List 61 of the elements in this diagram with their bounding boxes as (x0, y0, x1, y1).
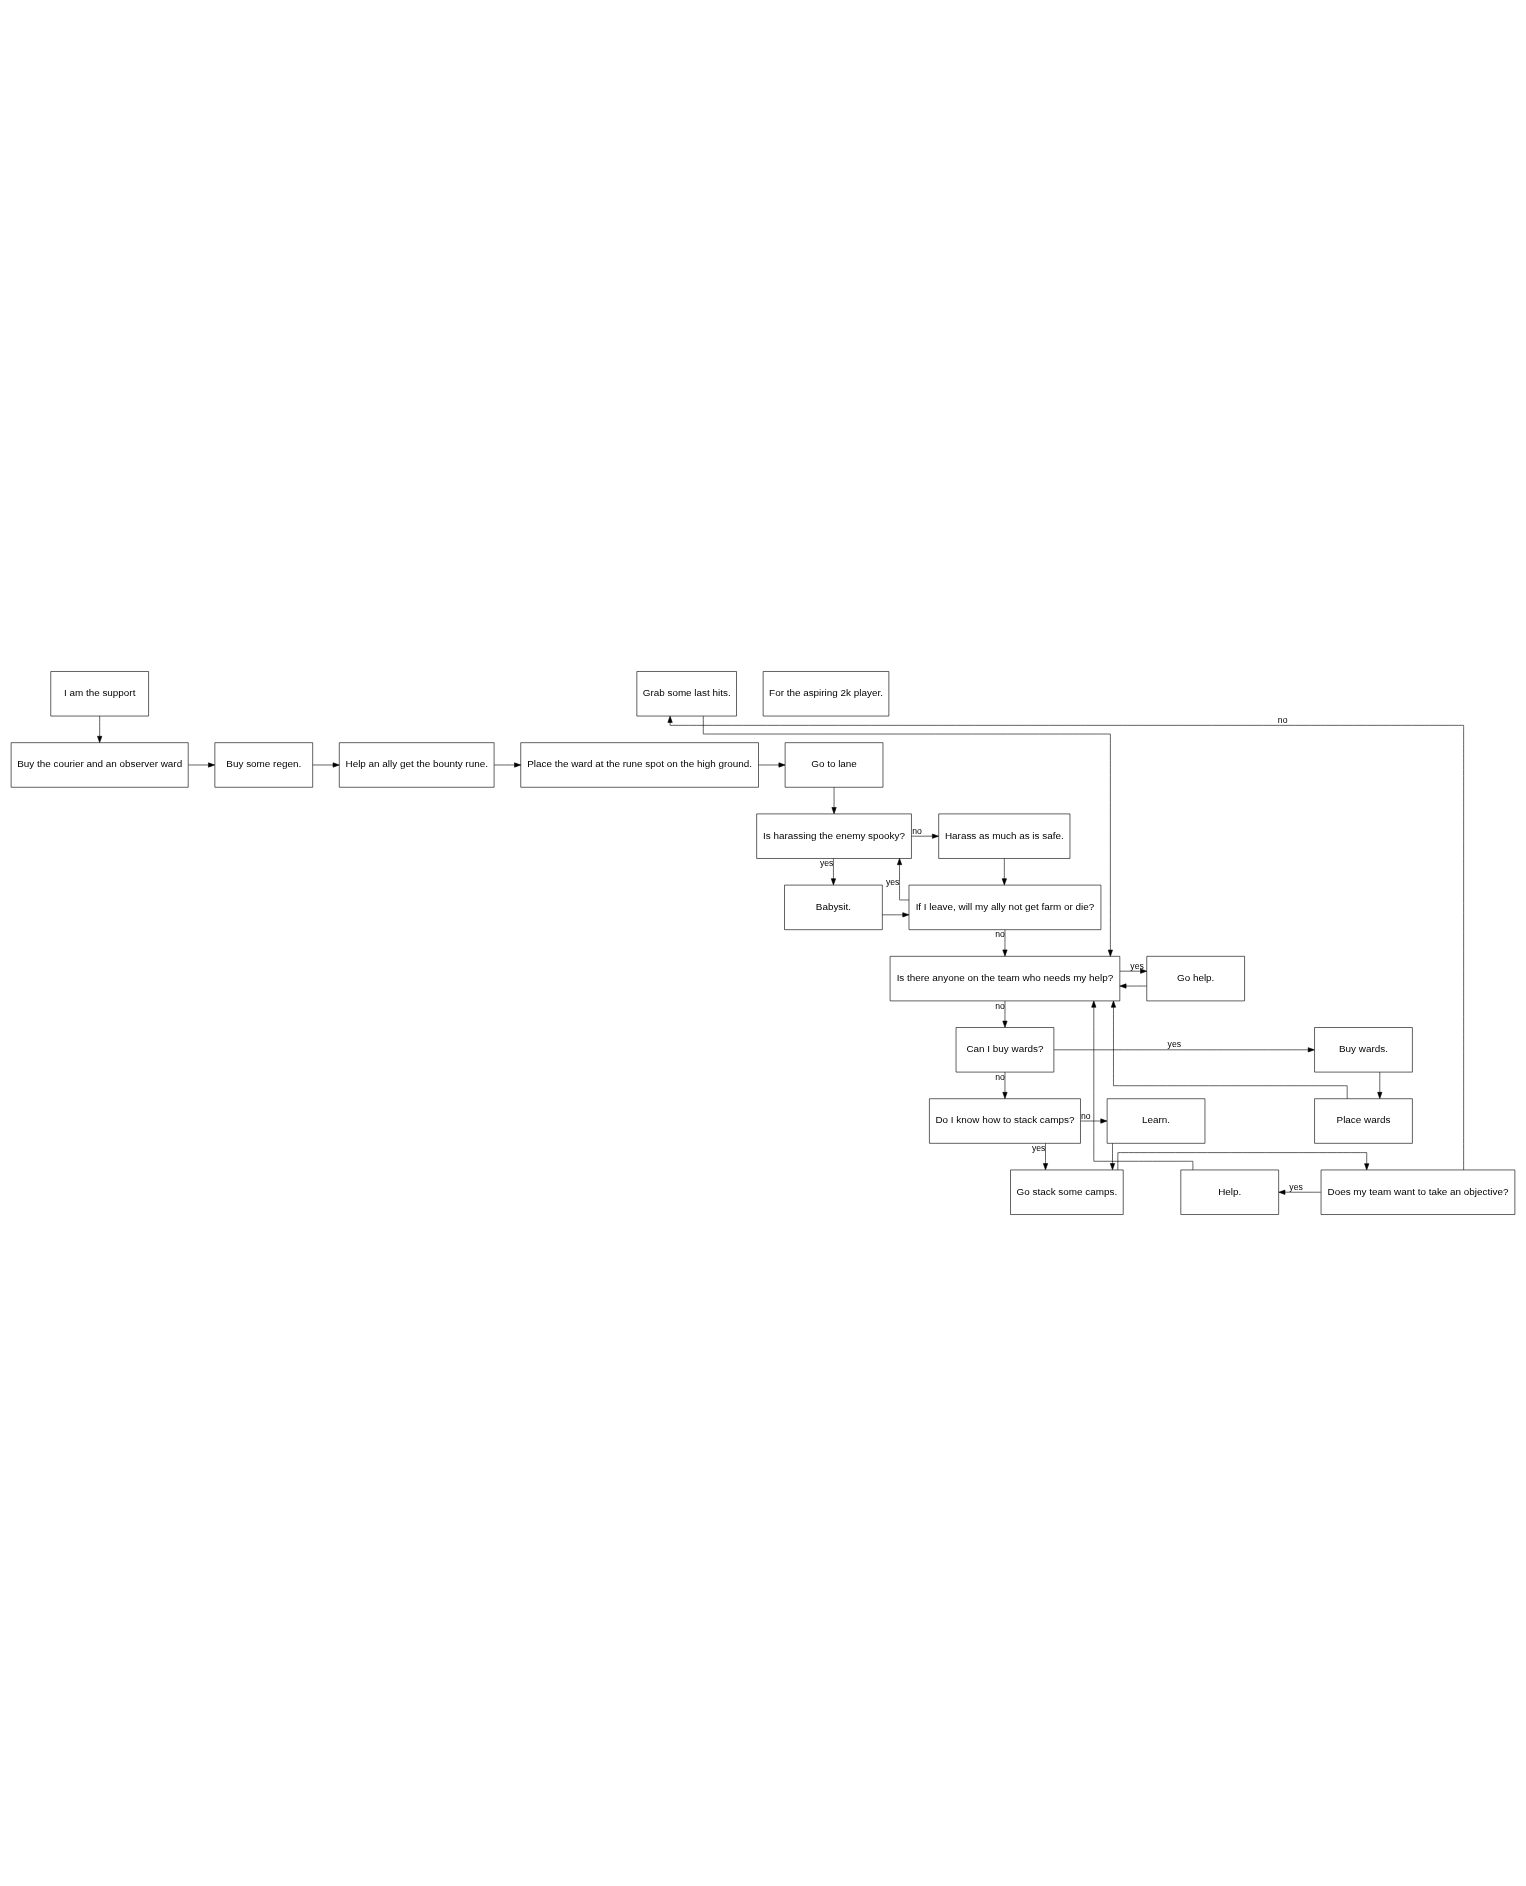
node-box: Learn. (1106, 1098, 1206, 1144)
arrow (897, 858, 910, 901)
edge-label: yes (885, 876, 900, 887)
edge-label: no (1277, 714, 1288, 725)
arrow (188, 762, 215, 768)
arrow (831, 787, 837, 814)
arrow (1002, 1071, 1008, 1099)
arrow (1001, 858, 1007, 886)
edge-label: yes (1130, 960, 1144, 971)
node-box: Place the ward at the rune spot on the high ground. (520, 742, 759, 788)
arrow (1119, 983, 1147, 989)
arrow (1278, 1189, 1322, 1195)
edge-label: yes (819, 858, 834, 869)
edge-label: no (1080, 1110, 1091, 1121)
arrow (1117, 1152, 1370, 1171)
node-box: I am the support (50, 671, 149, 717)
arrow (97, 715, 103, 743)
edge-label: yes (1031, 1143, 1046, 1154)
arrow (1111, 1000, 1348, 1099)
arrow (667, 715, 1464, 1171)
arrow (312, 762, 340, 768)
arrow (830, 858, 836, 886)
arrow (911, 833, 939, 839)
node-box: Go help. (1146, 956, 1245, 1002)
arrow (1091, 1000, 1194, 1171)
node-box: Does my team want to take an objective? (1320, 1169, 1516, 1215)
arrow (1053, 1047, 1315, 1053)
node-box: Buy the courier and an observer ward (10, 742, 189, 788)
node-box: Harass as much as is safe. (938, 813, 1071, 859)
arrow (1377, 1071, 1383, 1099)
node-box: If I leave, will my ally not get farm or die? (908, 884, 1102, 930)
node-box: Can I buy wards? (955, 1027, 1055, 1073)
node-box: Go stack some camps. (1010, 1169, 1124, 1215)
edge-label: no (995, 1000, 1005, 1011)
arrow (1002, 929, 1008, 957)
node-box: Is there anyone on the team who needs my help? (889, 956, 1121, 1002)
arrow (1119, 968, 1148, 974)
arrow (1080, 1118, 1108, 1124)
node-box: Babysit. (784, 884, 883, 930)
edge-label: yes (1289, 1181, 1303, 1192)
node-box: Go to lane (784, 742, 884, 788)
edge-label: yes (1167, 1039, 1182, 1050)
node-box: Help an ally get the bounty rune. (339, 742, 495, 788)
arrow (1043, 1143, 1048, 1171)
arrow (758, 762, 786, 768)
node-box: Grab some last hits. (636, 671, 737, 717)
node-box: For the aspiring 2k player. (762, 671, 890, 717)
edge-label: no (995, 1071, 1005, 1082)
node-box: Is harassing the enemy spooky? (756, 813, 912, 859)
node-box: Buy wards. (1314, 1027, 1413, 1073)
node-box: Help. (1180, 1169, 1279, 1215)
edge-label: no (995, 929, 1005, 940)
node-box: Place wards (1314, 1098, 1413, 1144)
arrow (493, 762, 521, 768)
node-box: Do I know how to stack camps? (929, 1098, 1081, 1144)
node-box: Buy some regen. (214, 742, 313, 788)
arrow (1002, 1000, 1008, 1028)
edge-label: no (912, 825, 922, 836)
arrow (1110, 1143, 1115, 1171)
arrow (882, 912, 910, 918)
arrow (703, 715, 1113, 957)
